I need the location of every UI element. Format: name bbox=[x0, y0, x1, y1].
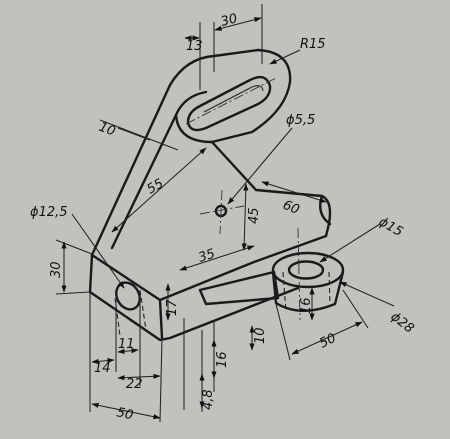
dim-line-45 bbox=[241, 183, 249, 251]
dim-line-11 bbox=[117, 348, 139, 354]
dim-line-35 bbox=[179, 245, 255, 271]
dim-line-55 bbox=[111, 147, 207, 233]
boss-hole bbox=[287, 260, 325, 280]
dim-60: 60 bbox=[281, 198, 302, 218]
boss-side bbox=[271, 270, 345, 312]
dim-50-bottom: 50 bbox=[115, 405, 134, 423]
dim-4-8: 4,8 bbox=[201, 389, 216, 410]
ext-top bbox=[199, 4, 263, 90]
leader-dia-15 bbox=[319, 223, 381, 263]
ext-bottom bbox=[89, 292, 215, 423]
dim-50-right: 50 bbox=[317, 331, 338, 352]
dim-line-50-right bbox=[291, 321, 363, 355]
dim-30-top: 30 bbox=[219, 11, 239, 30]
hidden-line-4 bbox=[328, 271, 331, 305]
dim-line-22 bbox=[117, 373, 161, 381]
leader-dia-5-5 bbox=[227, 127, 293, 205]
dim-10-base: 10 bbox=[253, 327, 268, 344]
slot-center-line bbox=[185, 77, 277, 125]
dim-55: 55 bbox=[145, 176, 167, 197]
dim-16-boss: 16 bbox=[299, 297, 314, 314]
boss-center-line bbox=[297, 227, 301, 321]
dim-line-60 bbox=[261, 181, 327, 203]
dim-45: 45 bbox=[247, 207, 262, 224]
dim-22: 22 bbox=[126, 377, 143, 392]
dim-dia-12-5: ϕ12,5 bbox=[30, 205, 68, 220]
dim-14: 14 bbox=[94, 361, 111, 376]
hidden-line-1 bbox=[114, 297, 121, 337]
dim-30-left: 30 bbox=[49, 261, 64, 278]
arm-outer-edge bbox=[90, 48, 292, 257]
hidden-line-2 bbox=[139, 289, 147, 331]
dim-dia-5-5: ϕ5,5 bbox=[286, 113, 315, 128]
dim-line-30-top bbox=[214, 17, 262, 31]
hidden-and-center-lines bbox=[114, 77, 331, 337]
dim-line-14 bbox=[91, 358, 115, 364]
dim-10-arm: 10 bbox=[97, 120, 118, 140]
dim-17: 17 bbox=[165, 299, 180, 316]
leader-dia-28 bbox=[339, 281, 395, 307]
dimension-lines bbox=[55, 4, 395, 423]
dim-35: 35 bbox=[197, 246, 217, 265]
arm-slot-inner-edge bbox=[203, 85, 264, 113]
dim-13: 13 bbox=[186, 39, 203, 54]
leader-dia-12-5 bbox=[71, 213, 125, 289]
hole-center-line-v bbox=[219, 189, 223, 235]
base-outline bbox=[88, 253, 300, 342]
boss-top-ellipse bbox=[271, 251, 345, 289]
dim-line-50-bottom bbox=[91, 402, 161, 420]
arm-slot bbox=[186, 75, 272, 132]
dim-line-10-arm bbox=[99, 119, 179, 151]
hole-center-line-h bbox=[199, 205, 245, 215]
dim-r15: R15 bbox=[300, 37, 326, 52]
dim-16-bottom: 16 bbox=[215, 351, 230, 368]
leader-r15 bbox=[269, 49, 301, 65]
rib bbox=[198, 270, 280, 306]
dim-11: 11 bbox=[118, 337, 135, 352]
ext-50-right bbox=[275, 289, 369, 361]
hidden-line-3 bbox=[282, 271, 287, 313]
arm-end-face bbox=[174, 113, 214, 144]
